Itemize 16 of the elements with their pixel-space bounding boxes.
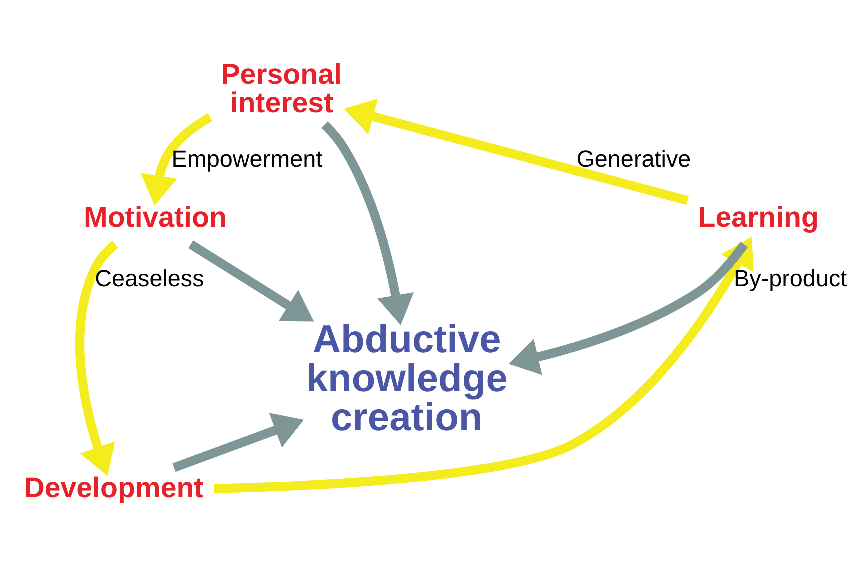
edge-label: Ceaseless: [95, 265, 204, 292]
arrow: [322, 121, 414, 325]
node-text: Abductive knowledge creation: [306, 318, 508, 439]
node-text: Personal interest: [221, 58, 342, 120]
edge-label: Empowerment: [172, 145, 323, 172]
edge-label: By-product: [734, 265, 848, 292]
node-text: Motivation: [84, 201, 227, 234]
edge-label: Generative: [576, 145, 692, 172]
node-text: Learning: [698, 201, 819, 234]
arrow: [141, 113, 213, 206]
arrow: [344, 98, 689, 205]
node-text: Development: [24, 472, 204, 504]
arrow: [508, 242, 748, 375]
arrow: [76, 240, 118, 476]
arrow: [188, 240, 314, 322]
arrow: [172, 412, 304, 472]
